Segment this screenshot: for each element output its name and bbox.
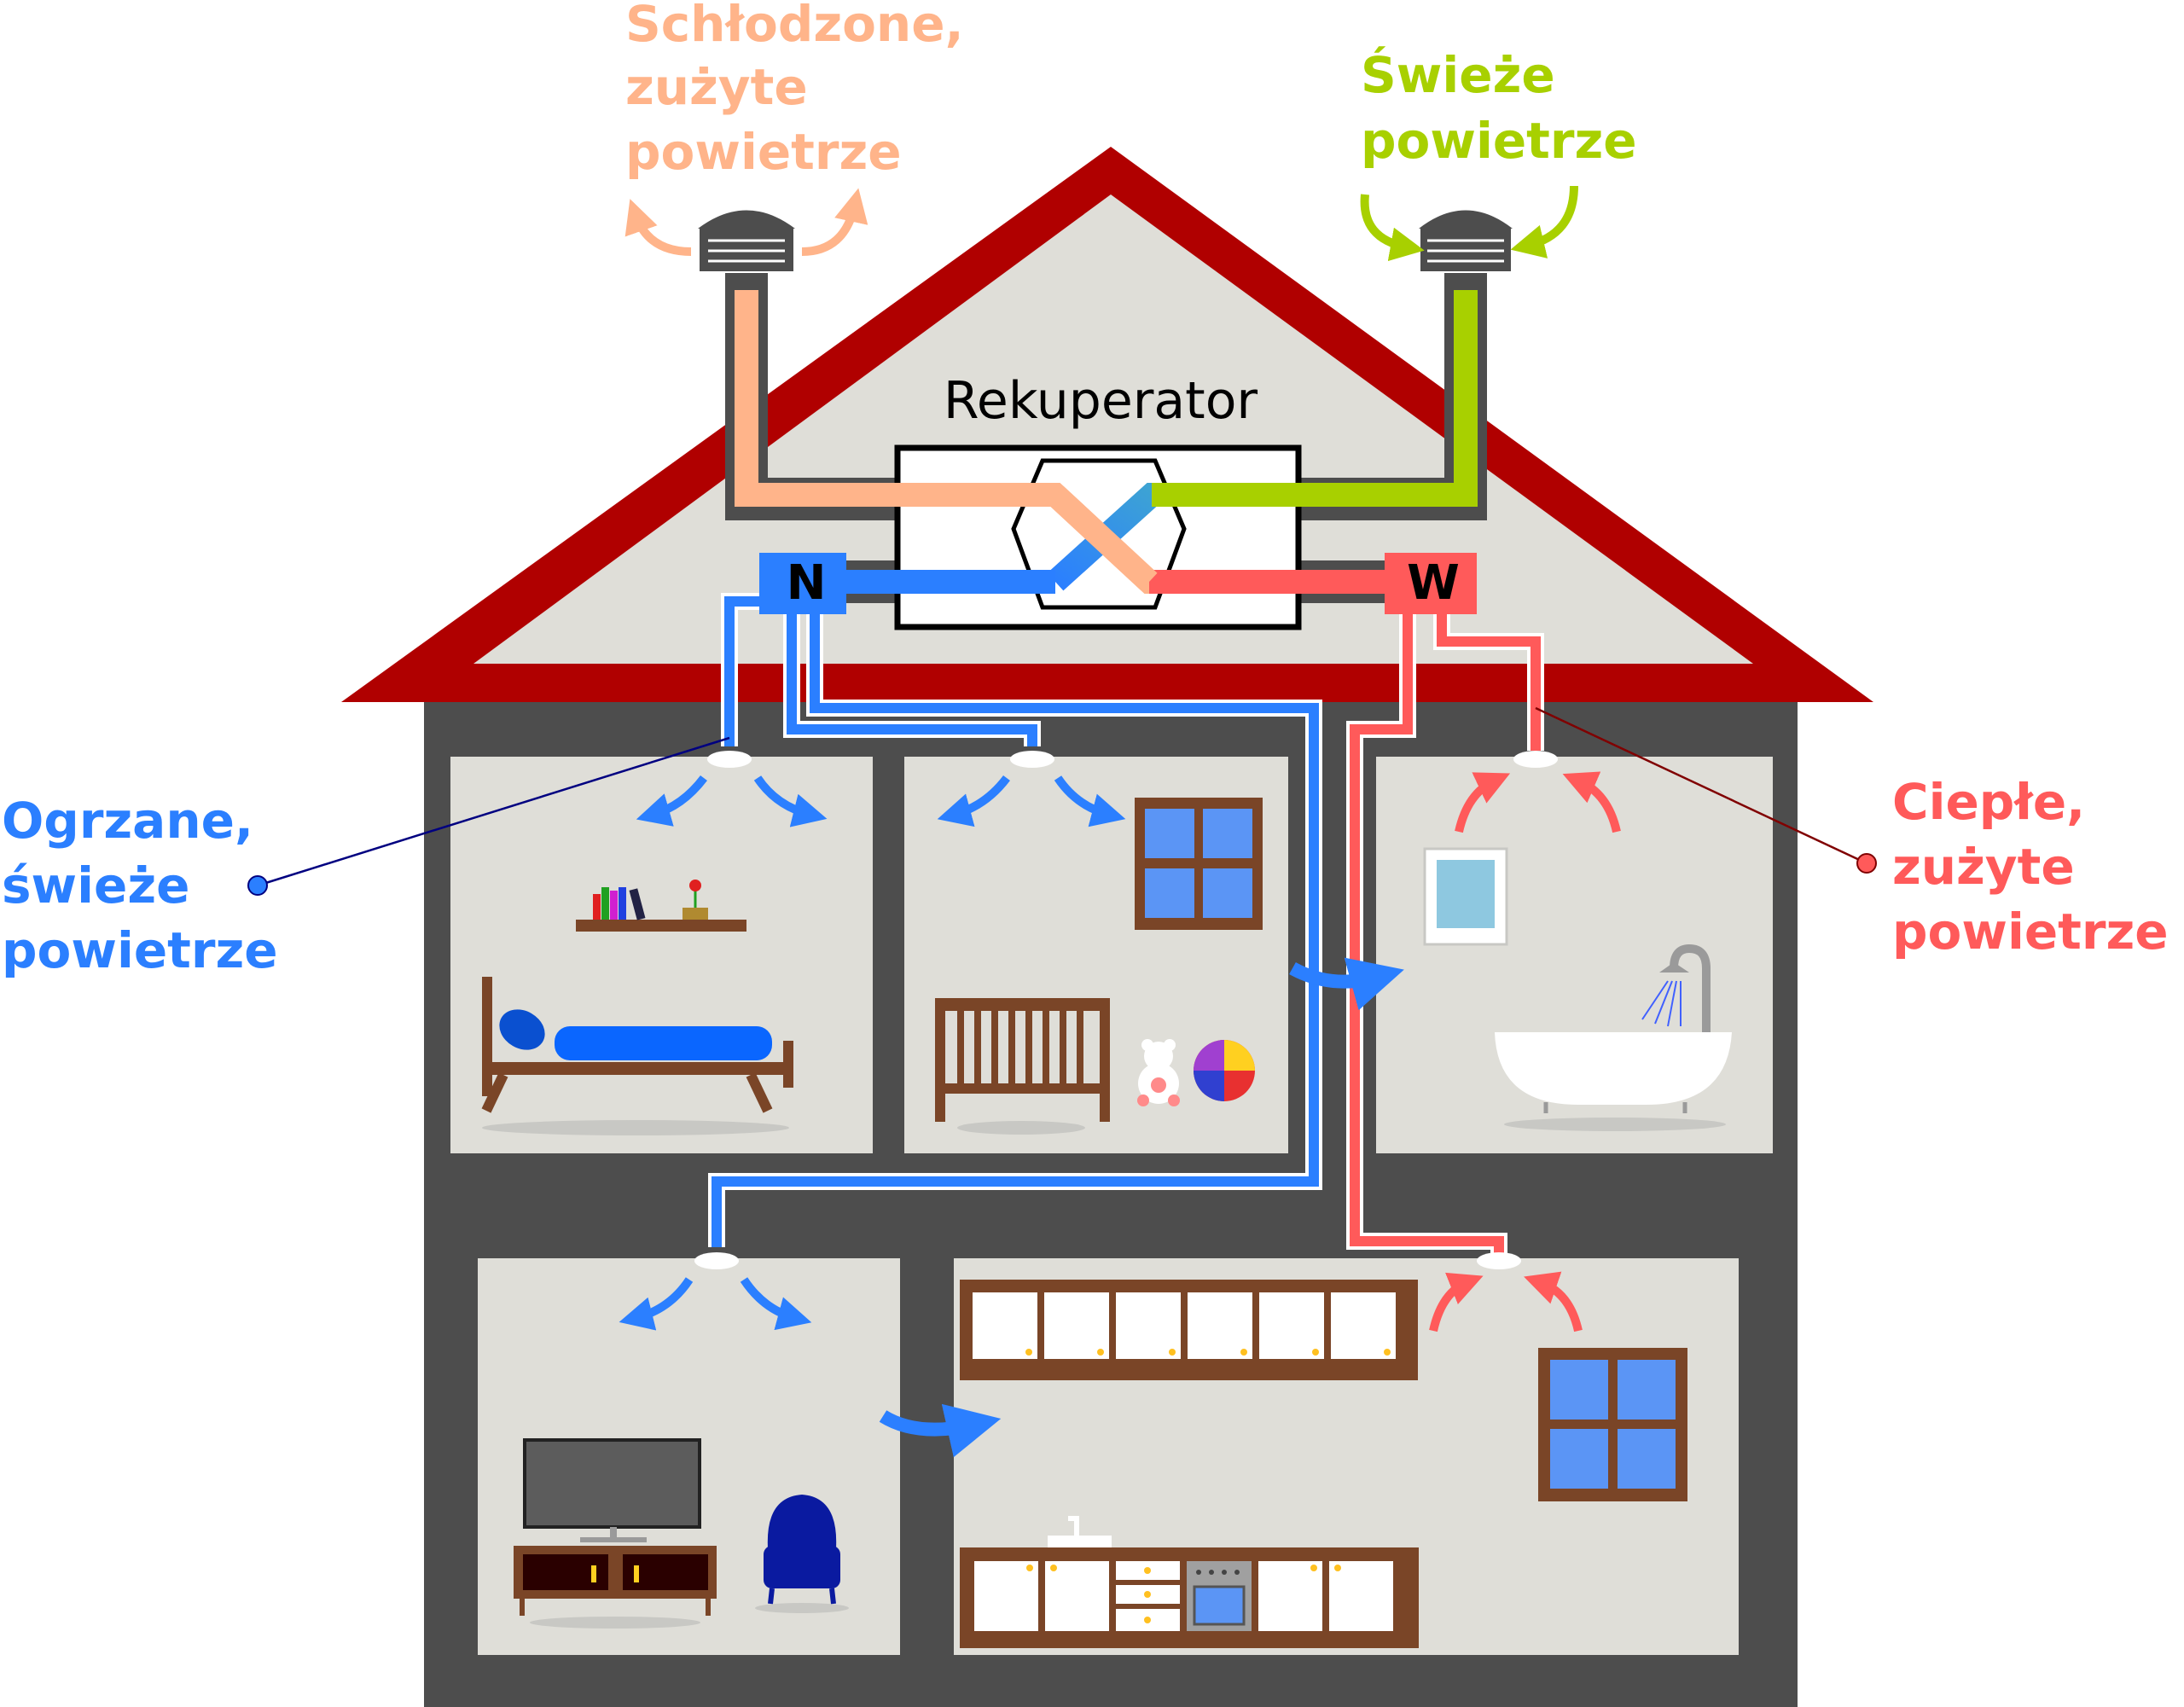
extract-leader-line [1535, 706, 1867, 865]
extract-label-line3: powietrze [1892, 903, 2169, 961]
window-icon [1538, 1348, 1687, 1501]
bathtub-icon [1495, 1032, 1732, 1131]
fresh-label-line1: Świeże [1361, 45, 1555, 104]
ball-icon [1194, 1040, 1255, 1101]
crib-icon [935, 998, 1110, 1135]
window-icon [1135, 798, 1263, 930]
bed-icon [481, 977, 793, 1135]
extract-label-line1: Ciepłe, [1892, 773, 2085, 831]
bookshelf-icon [576, 880, 746, 932]
transfer-arrows [879, 957, 1404, 1458]
supply-distribution [708, 593, 1322, 1247]
supply-label-line3: powietrze [2, 921, 278, 979]
tv-cabinet-icon [514, 1546, 717, 1629]
supply-leader-dot [247, 875, 268, 896]
chimney-vent-icon [1419, 210, 1513, 271]
ceiling-diffusers [694, 751, 1558, 1269]
fresh-label-line2: powietrze [1361, 112, 1637, 170]
cross-peach [1047, 485, 1158, 591]
fresh-duct-segment [1152, 290, 1478, 507]
exhaust-label-line1: Schłodzone, [625, 0, 964, 53]
extract-flow-arrows [1429, 771, 1621, 1333]
teddy-bear-icon [1137, 1039, 1180, 1106]
recuperator-label: Rekuperator [944, 371, 1258, 431]
tv-icon [523, 1438, 701, 1542]
fresh-arrows [1360, 185, 1578, 262]
supply-label-line2: świeże [2, 856, 189, 914]
exhaust-arrows [624, 188, 868, 256]
supply-flow-arrows [619, 775, 1126, 1331]
mirror-icon [1423, 847, 1508, 946]
shower-icon [1641, 943, 1711, 1032]
supply-box-label: N [787, 555, 827, 611]
extract-box [1385, 553, 1477, 614]
supply-label-line1: Ogrzane, [2, 792, 253, 850]
extract-label-line2: zużyte [1892, 838, 2075, 896]
kitchen-upper-cabinet-icon [960, 1280, 1418, 1380]
supply-leader-line [257, 736, 730, 887]
oven-icon [1187, 1561, 1252, 1631]
extract-leader-dot [1856, 853, 1877, 874]
exhaust-label-line3: powietrze [625, 123, 902, 181]
extract-box-label: W [1407, 555, 1460, 611]
chimney-vent-icon [698, 210, 795, 271]
supply-box [759, 553, 846, 614]
armchair-icon [755, 1495, 849, 1613]
exhaust-label-line2: zużyte [625, 58, 808, 116]
attic [473, 195, 1753, 664]
